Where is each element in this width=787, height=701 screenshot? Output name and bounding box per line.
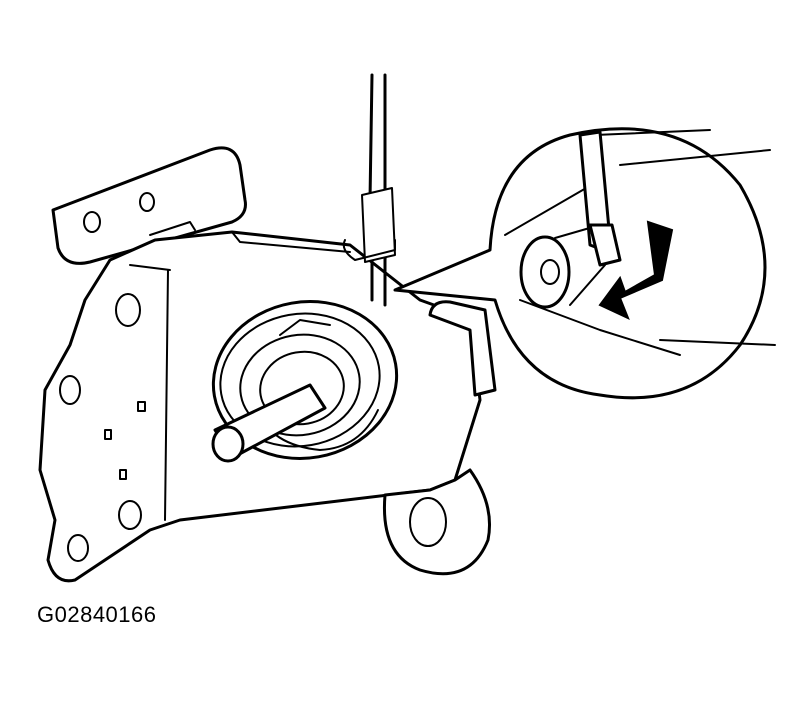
spring-hub (211, 300, 399, 463)
detail-pin (519, 235, 571, 309)
curved-arrow-icon (598, 220, 674, 320)
cable (342, 73, 396, 307)
bracket-hole-1 (115, 293, 141, 327)
bracket-hole-4 (67, 534, 89, 562)
tab-hole-left (83, 211, 101, 233)
bracket-slot-1 (137, 401, 146, 412)
bracket-hole-3 (118, 500, 142, 530)
bracket-slot-2 (104, 429, 112, 440)
shaft-end (211, 425, 245, 463)
bracket-slot-3 (119, 469, 127, 480)
side-clip (428, 300, 497, 397)
top-tab (51, 146, 247, 265)
tab-hole-right (139, 192, 155, 212)
detail-callout (393, 127, 776, 400)
bracket-hole-2 (59, 375, 81, 405)
lower-lobe (382, 468, 492, 576)
figure-code: G02840166 (37, 602, 157, 627)
